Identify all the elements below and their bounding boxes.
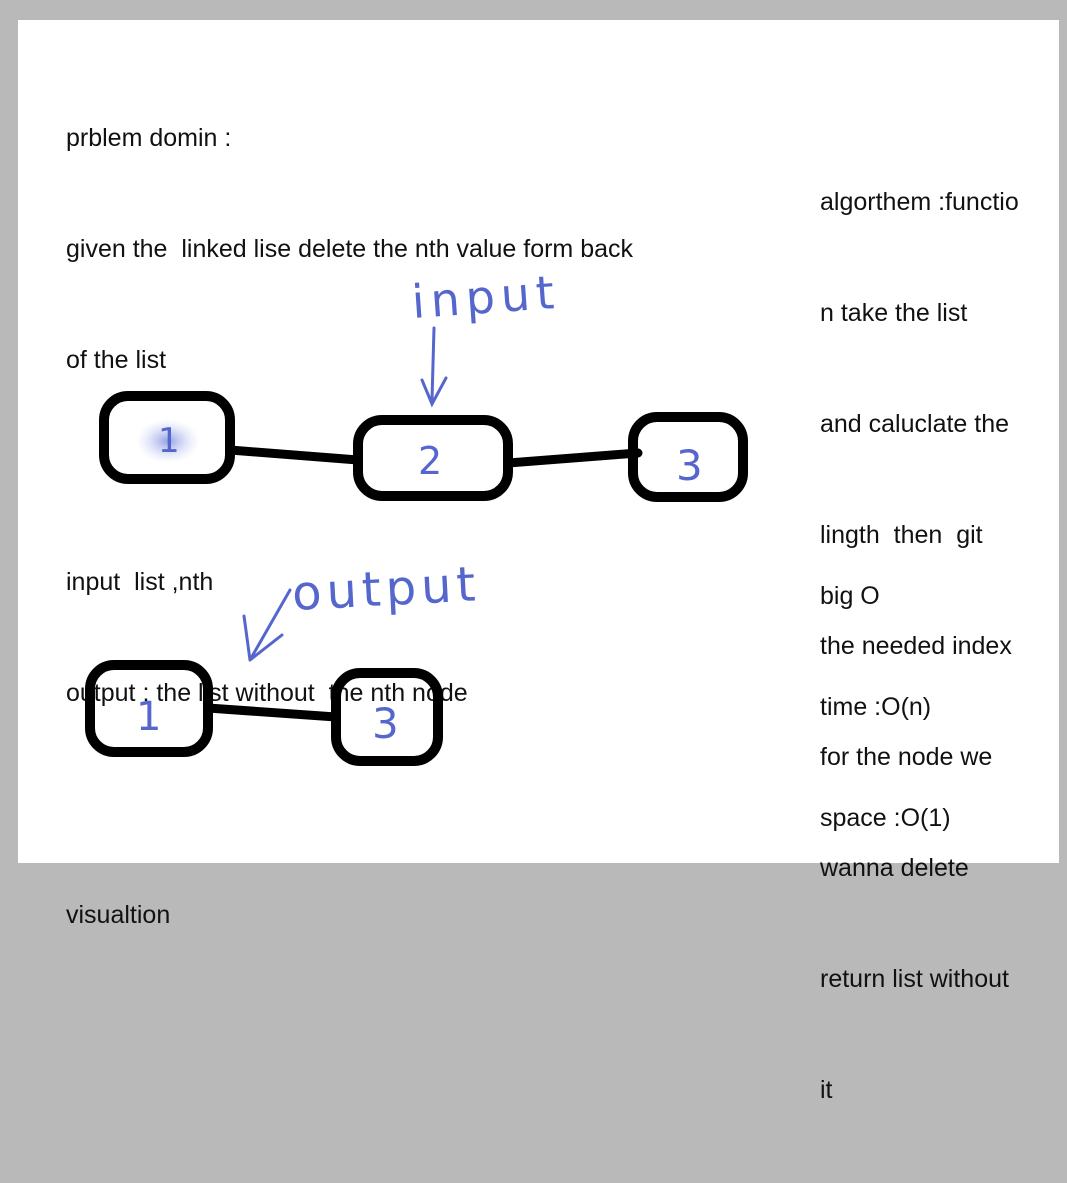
algorithm-line: return list without <box>820 965 1009 993</box>
node-box <box>99 391 235 484</box>
node-box <box>353 415 513 501</box>
node-box <box>85 660 213 757</box>
input-list: 1 2 3 <box>99 391 748 502</box>
down-arrow-icon <box>420 326 448 408</box>
input-label: input <box>410 265 562 329</box>
problem-line: prblem domin : <box>66 124 232 152</box>
node-value: 2 <box>418 439 442 483</box>
input-node: 3 <box>628 412 748 502</box>
complexity-line: time :O(n) <box>820 693 932 721</box>
output-node: 1 <box>85 660 213 757</box>
algorithm-line: lingth then git <box>820 521 983 549</box>
algorithm-line: and caluclate the <box>820 410 1010 438</box>
diagonal-arrow-icon <box>242 588 292 662</box>
note-page: prblem domin : given the linked lise del… <box>18 20 1059 1104</box>
algorithm-line: n take the list <box>820 299 968 327</box>
algorithm-line: the needed index <box>820 632 1012 660</box>
output-list: 1 3 <box>85 660 443 766</box>
output-node: 3 <box>331 668 443 766</box>
link-line <box>503 448 643 468</box>
input-node: 2 <box>353 415 513 501</box>
node-value: 3 <box>676 441 703 490</box>
node-box <box>628 412 748 502</box>
algorithm-line: algorthem :functio <box>820 188 1019 216</box>
algorithm-line: for the node we <box>820 743 993 771</box>
complexity-line: big O <box>820 582 880 610</box>
highlight-mark <box>136 419 200 463</box>
complexity-notes: big O time :O(n) space :O(1) <box>820 504 951 911</box>
node-value: 1 <box>158 421 180 461</box>
linked-list-sketch: 1 2 3 input output 1 <box>85 265 748 766</box>
link-line <box>225 445 363 465</box>
link-line <box>203 703 341 722</box>
problem-line: visualtion <box>66 901 171 929</box>
node-value: 1 <box>136 694 161 740</box>
node-value: 3 <box>372 699 399 748</box>
problem-line: of the list <box>66 346 167 374</box>
node-box <box>331 668 443 766</box>
problem-line: input list ,nth <box>66 568 214 596</box>
algorithm-line: it <box>820 1076 833 1104</box>
output-label: output <box>291 556 482 622</box>
problem-line: given the linked lise delete the nth val… <box>66 235 634 263</box>
complexity-line: space :O(1) <box>820 804 951 832</box>
input-node: 1 <box>99 391 235 484</box>
